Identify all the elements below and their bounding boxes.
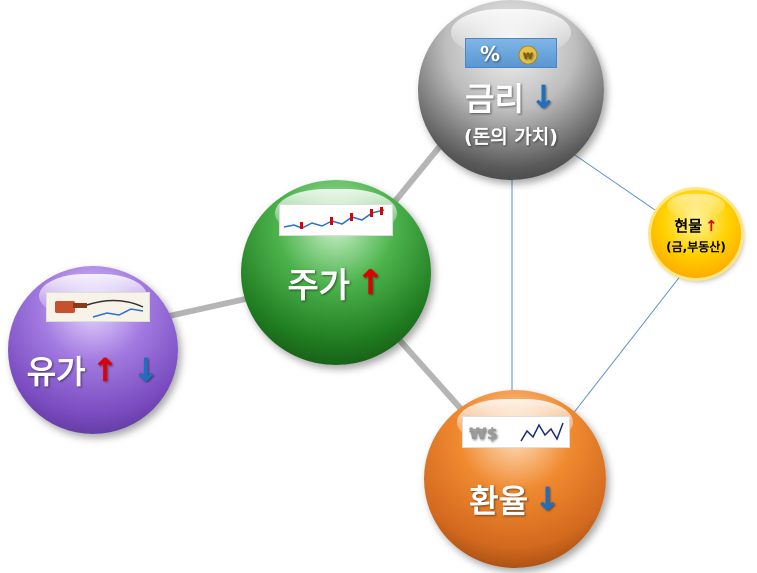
link-asset-fx bbox=[571, 269, 686, 416]
asset-subtitle: (금,부동산) bbox=[666, 240, 726, 254]
oil-down-arrow: ↓ bbox=[132, 351, 160, 389]
link-stock-rate bbox=[389, 138, 448, 207]
gloss-highlight bbox=[667, 194, 725, 218]
node-exchange-rate: ₩$ 환율 ↓ bbox=[424, 390, 606, 568]
stock-title: 주가 bbox=[287, 266, 351, 306]
oil-up-arrow: ↑ bbox=[91, 351, 119, 389]
percent-coin-icon: % ₩ bbox=[465, 38, 557, 68]
link-oil-stock bbox=[159, 295, 251, 321]
svg-text:₩: ₩ bbox=[523, 52, 533, 62]
oil-title: 유가 bbox=[26, 353, 86, 391]
node-spot-assets: 현물 ↑ (금,부동산) bbox=[651, 190, 741, 278]
link-stock-fx bbox=[392, 333, 465, 412]
rate-subtitle: (돈의 가치) bbox=[464, 125, 558, 148]
fuel-nozzle-icon bbox=[46, 292, 150, 322]
stock-chart-icon bbox=[279, 204, 393, 236]
asset-up-arrow: ↑ bbox=[705, 216, 718, 235]
node-oil-price: 유가 ↑ ↓ bbox=[8, 266, 178, 434]
link-rate-asset bbox=[574, 154, 656, 211]
stock-up-arrow: ↑ bbox=[356, 262, 385, 303]
rate-title: 금리 bbox=[465, 79, 525, 118]
fx-title: 환율 bbox=[469, 482, 529, 520]
currency-chart-icon: ₩$ bbox=[462, 416, 570, 448]
node-interest-rate: % ₩ 금리 ↓ (돈의 가치) bbox=[418, 0, 604, 180]
asset-title: 현물 bbox=[674, 217, 703, 235]
svg-text:₩$: ₩$ bbox=[469, 424, 498, 443]
svg-text:%: % bbox=[480, 42, 500, 66]
rate-down-arrow: ↓ bbox=[530, 77, 557, 116]
node-stock-price: 주가 ↑ bbox=[241, 180, 431, 365]
fx-down-arrow: ↓ bbox=[534, 480, 561, 518]
